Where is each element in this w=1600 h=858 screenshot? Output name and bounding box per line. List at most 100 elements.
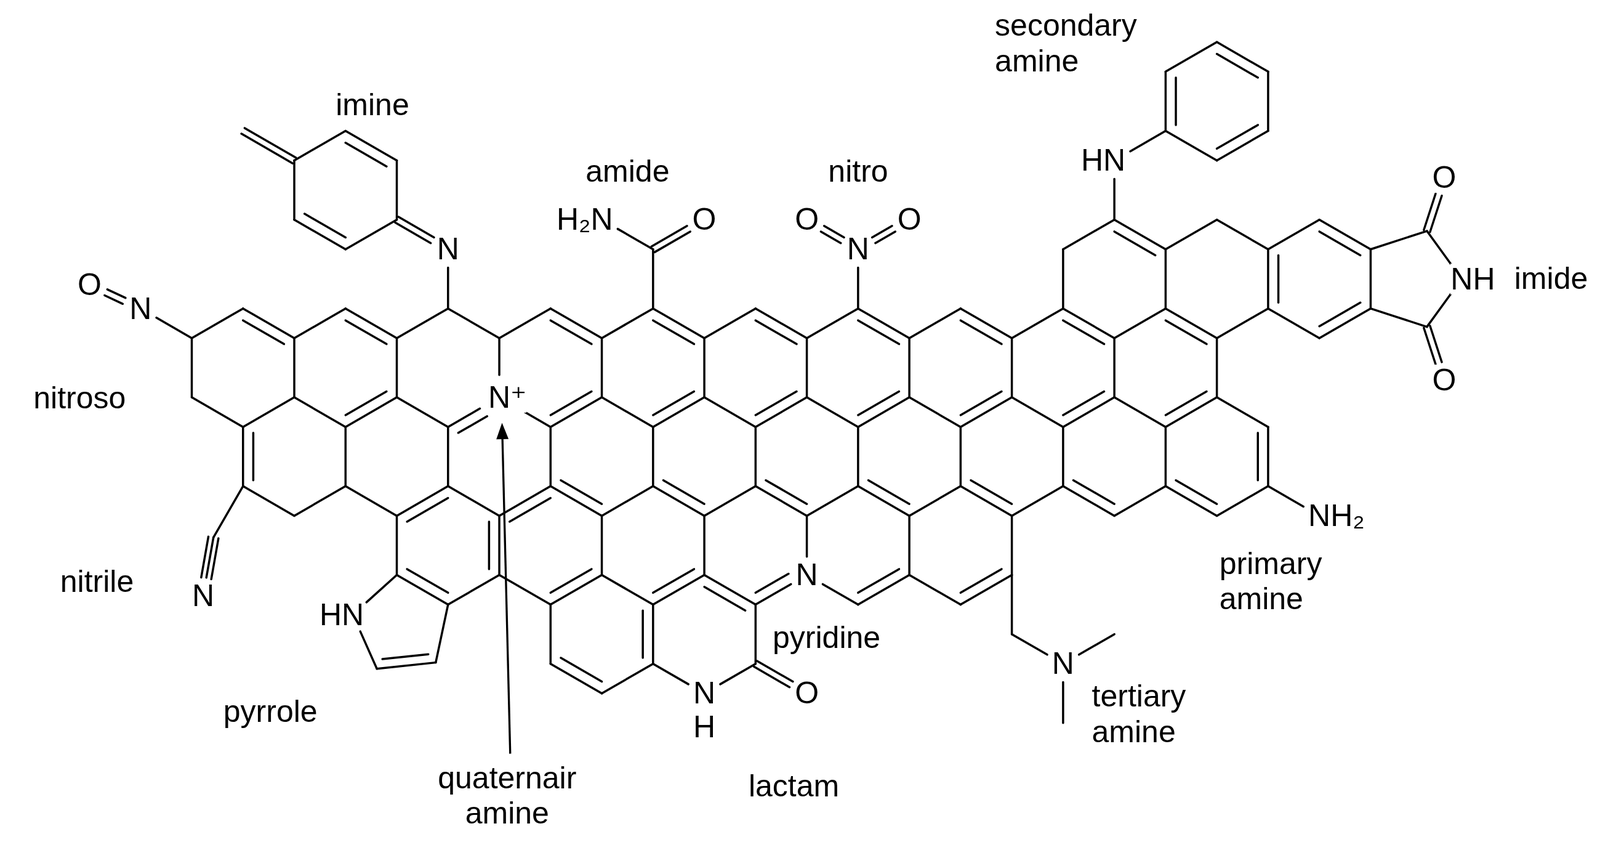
single-bond (156, 317, 192, 338)
double-bond-line (1063, 320, 1105, 344)
single-bond (1427, 230, 1452, 265)
ring-bond (602, 485, 654, 516)
ring-bond (1268, 308, 1320, 338)
ring-bond (294, 131, 346, 161)
ring-bond (397, 397, 449, 427)
ring-bond (1010, 337, 1013, 398)
ring-bond (653, 308, 705, 338)
ring-bond (653, 663, 689, 684)
double-bond-line (1277, 254, 1280, 303)
ring-bond (651, 604, 654, 664)
double-bond (651, 225, 688, 247)
double-bond-line (960, 568, 1002, 593)
atom-symbol: O (794, 677, 819, 708)
ring-bond (909, 485, 961, 516)
ring-bond (602, 663, 654, 694)
double-bond-line (488, 521, 491, 569)
ring-bond (704, 574, 756, 605)
ring-bond (602, 574, 654, 605)
double-bond (1423, 193, 1436, 230)
ring-bond (192, 308, 244, 338)
ring-bond (1266, 249, 1269, 309)
ring-bond (600, 515, 603, 575)
ring-bond (858, 574, 910, 605)
single-bond (446, 267, 449, 309)
double-bond-line (406, 568, 449, 593)
ring-bond (805, 515, 808, 556)
ring-bond (550, 574, 602, 605)
atom-symbol: NH (1450, 263, 1495, 295)
double-bond-line (1319, 302, 1361, 326)
ring-bond (241, 426, 244, 486)
atom-symbol: N (847, 233, 870, 265)
group-label: lactam (748, 768, 840, 805)
ring-bond (1319, 219, 1371, 250)
ring-bond (1266, 71, 1269, 131)
group-label: imine (335, 87, 409, 124)
ring-bond (294, 485, 346, 516)
double-bond-line (755, 391, 797, 415)
double-bond-line (243, 320, 285, 344)
ring-bond (858, 397, 910, 427)
ring-bond (294, 219, 346, 250)
double-bond-line (1257, 432, 1259, 481)
ring-bond (1266, 426, 1269, 486)
double-bond-line (560, 480, 603, 504)
ring-bond (1012, 397, 1064, 427)
ring-bond (1217, 485, 1269, 516)
ring-bond (600, 337, 603, 398)
ring-bond (1215, 337, 1218, 398)
ring-bond (294, 397, 346, 427)
double-bond-line (765, 480, 808, 504)
double-bond (104, 295, 124, 305)
single-bond (1061, 682, 1064, 723)
ring-bond (549, 604, 552, 664)
ring-bond (1165, 397, 1217, 427)
single-bond (360, 631, 377, 669)
ring-bond (651, 426, 654, 486)
ring-bond (1012, 485, 1064, 516)
single-bond (366, 574, 397, 603)
ring-bond (755, 583, 791, 604)
leader-arrow (496, 422, 511, 754)
atom-symbol: O (1432, 161, 1457, 193)
ring-bond (909, 397, 961, 427)
ring-bond (550, 485, 602, 516)
ring-bond (344, 426, 347, 486)
ring-bond (1114, 219, 1166, 250)
atom-symbol: N (1052, 647, 1075, 679)
ring-bond (1012, 308, 1064, 338)
double-bond-line (1217, 124, 1259, 149)
double-bond (1430, 325, 1442, 362)
double-bond-line (858, 568, 900, 593)
ring-bond (1010, 515, 1013, 575)
ring-bond (498, 337, 500, 375)
ring-bond (395, 337, 398, 398)
double-bond (820, 231, 841, 244)
ring-bond (345, 219, 397, 250)
group-label: nitroso (33, 380, 126, 417)
ring-bond (959, 426, 962, 486)
ring-bond (1061, 249, 1064, 309)
ring-bond (1164, 426, 1167, 486)
atom-symbol: H (693, 711, 716, 742)
ring-bond (395, 160, 398, 220)
leader-line (502, 438, 511, 754)
single-bond (1370, 308, 1427, 327)
ring-bond (960, 574, 1012, 605)
double-bond-line (1175, 480, 1218, 504)
ring-bond (754, 426, 757, 486)
double-bond-line (406, 498, 449, 522)
atom-symbol: N (192, 579, 215, 611)
ring-bond (1114, 485, 1166, 516)
double-bond-line (550, 320, 592, 344)
ring-bond (704, 485, 756, 516)
group-label: nitro (828, 153, 888, 190)
single-bond (1268, 485, 1304, 507)
ring-bond (395, 515, 398, 575)
double-bond-line (970, 480, 1013, 504)
single-bond (1012, 634, 1048, 655)
ring-bond (755, 308, 807, 338)
atom-symbol: O (794, 203, 819, 235)
